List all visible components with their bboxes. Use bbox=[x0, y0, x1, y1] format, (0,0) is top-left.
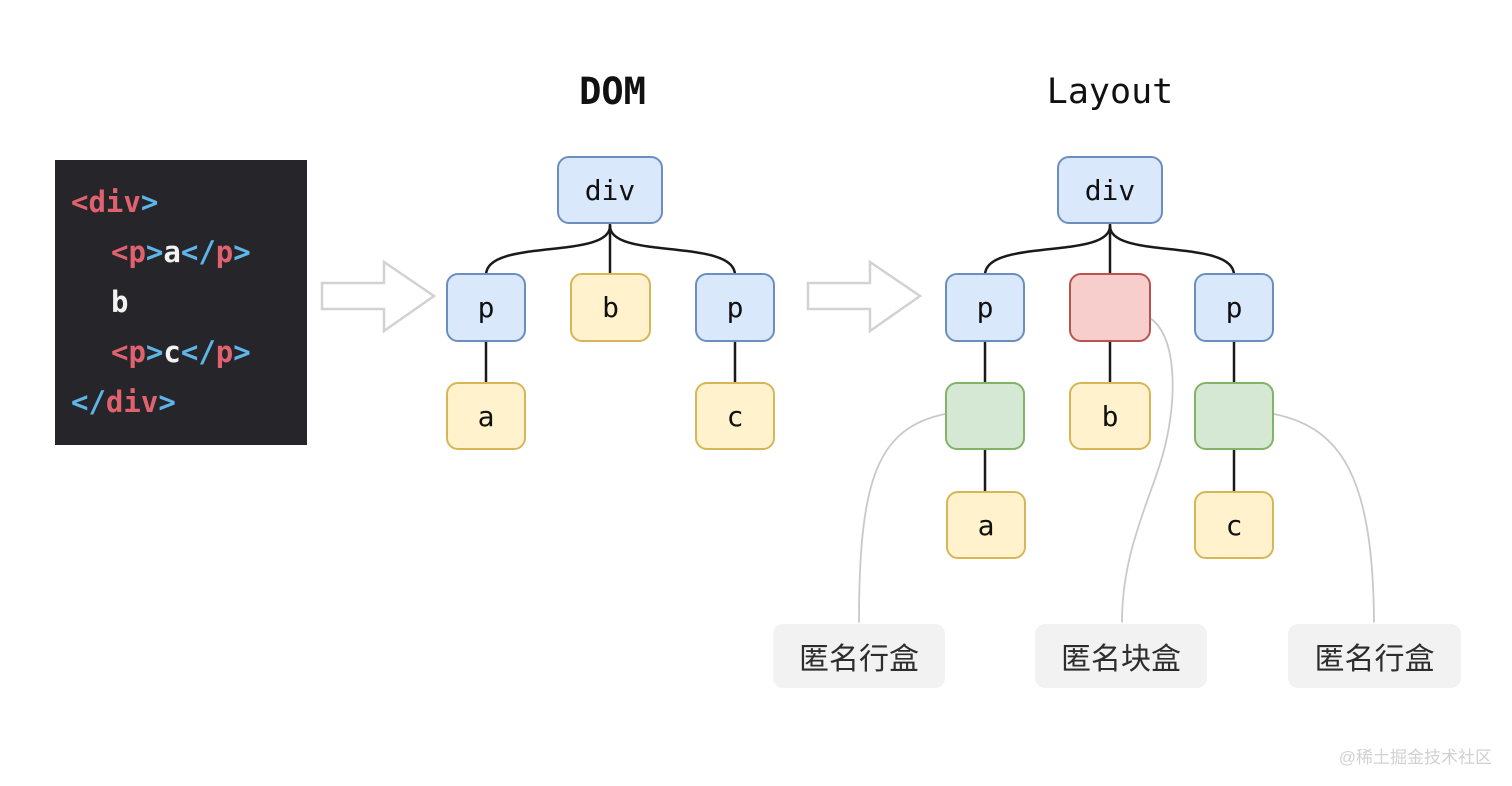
code-token-tag: <div bbox=[71, 185, 141, 219]
code-line: <div> bbox=[71, 177, 307, 227]
dom-node-text-c: c bbox=[695, 382, 775, 450]
code-token-punct: > bbox=[233, 235, 251, 269]
dom-to-layout-arrow-icon bbox=[806, 259, 923, 334]
dom-edge-div-p-left bbox=[484, 224, 612, 277]
layout-node-anonymous-line-box-left bbox=[945, 382, 1025, 450]
code-token-tag: p bbox=[215, 235, 234, 269]
code-panel-lines: <div><p>a</p>b<p>c</p></div> bbox=[71, 177, 307, 427]
layout-node-text-c: c bbox=[1194, 491, 1274, 559]
code-token-punct: </ bbox=[71, 385, 106, 419]
code-line: <p>c</p> bbox=[71, 327, 307, 377]
dom-node-text-a: a bbox=[446, 382, 526, 450]
layout-edge-div-p-right bbox=[1108, 224, 1236, 277]
code-token-punct: > bbox=[158, 385, 176, 419]
code-token-tag: <p bbox=[111, 335, 146, 369]
code-token-punct: </ bbox=[180, 335, 216, 369]
watermark: @稀土掘金技术社区 bbox=[1338, 748, 1492, 767]
callout-line-anon-line-right bbox=[1273, 413, 1375, 623]
layout-node-anonymous-block-box bbox=[1069, 273, 1151, 342]
code-line: <p>a</p> bbox=[71, 227, 307, 277]
callout-label-anonymous-line-box-left: 匿名行盒 bbox=[773, 624, 945, 688]
callout-label-anonymous-block-box: 匿名块盒 bbox=[1035, 624, 1207, 688]
code-token-text: b bbox=[111, 285, 129, 319]
code-line: b bbox=[71, 277, 307, 327]
dom-node-div: div bbox=[557, 156, 663, 224]
code-token-tag: p bbox=[215, 335, 234, 369]
code-token-text: a bbox=[163, 235, 181, 269]
code-token-punct: > bbox=[140, 185, 159, 219]
code-token-punct: > bbox=[145, 235, 164, 269]
callout-label-anonymous-line-box-right: 匿名行盒 bbox=[1288, 624, 1461, 688]
code-token-tag: <p bbox=[111, 235, 146, 269]
dom-node-p-left: p bbox=[446, 273, 526, 342]
code-token-punct: </ bbox=[180, 235, 216, 269]
code-token-text: c bbox=[163, 335, 181, 369]
dom-tree-title: DOM bbox=[579, 70, 646, 113]
layout-node-p-right: p bbox=[1194, 273, 1274, 342]
html-source-code-panel: <div><p>a</p>b<p>c</p></div> bbox=[55, 160, 307, 445]
code-line: </div> bbox=[71, 377, 307, 427]
dom-edge-div-p-right bbox=[608, 224, 737, 277]
callout-line-anon-block bbox=[1121, 317, 1174, 623]
layout-node-anonymous-line-box-right bbox=[1194, 382, 1274, 450]
layout-edge-div-p-left bbox=[983, 224, 1112, 277]
layout-node-div: div bbox=[1057, 156, 1163, 224]
dom-node-text-b: b bbox=[570, 273, 651, 342]
callout-line-anon-line-left bbox=[858, 413, 946, 623]
code-token-tag: div bbox=[105, 385, 159, 419]
layout-node-text-a: a bbox=[946, 491, 1026, 559]
dom-node-p-right: p bbox=[695, 273, 775, 342]
code-to-dom-arrow-icon bbox=[320, 259, 437, 334]
code-token-punct: > bbox=[145, 335, 164, 369]
code-token-punct: > bbox=[233, 335, 251, 369]
layout-node-text-b: b bbox=[1069, 382, 1151, 450]
layout-node-p-left: p bbox=[945, 273, 1025, 342]
layout-tree-title: Layout bbox=[1046, 72, 1174, 112]
